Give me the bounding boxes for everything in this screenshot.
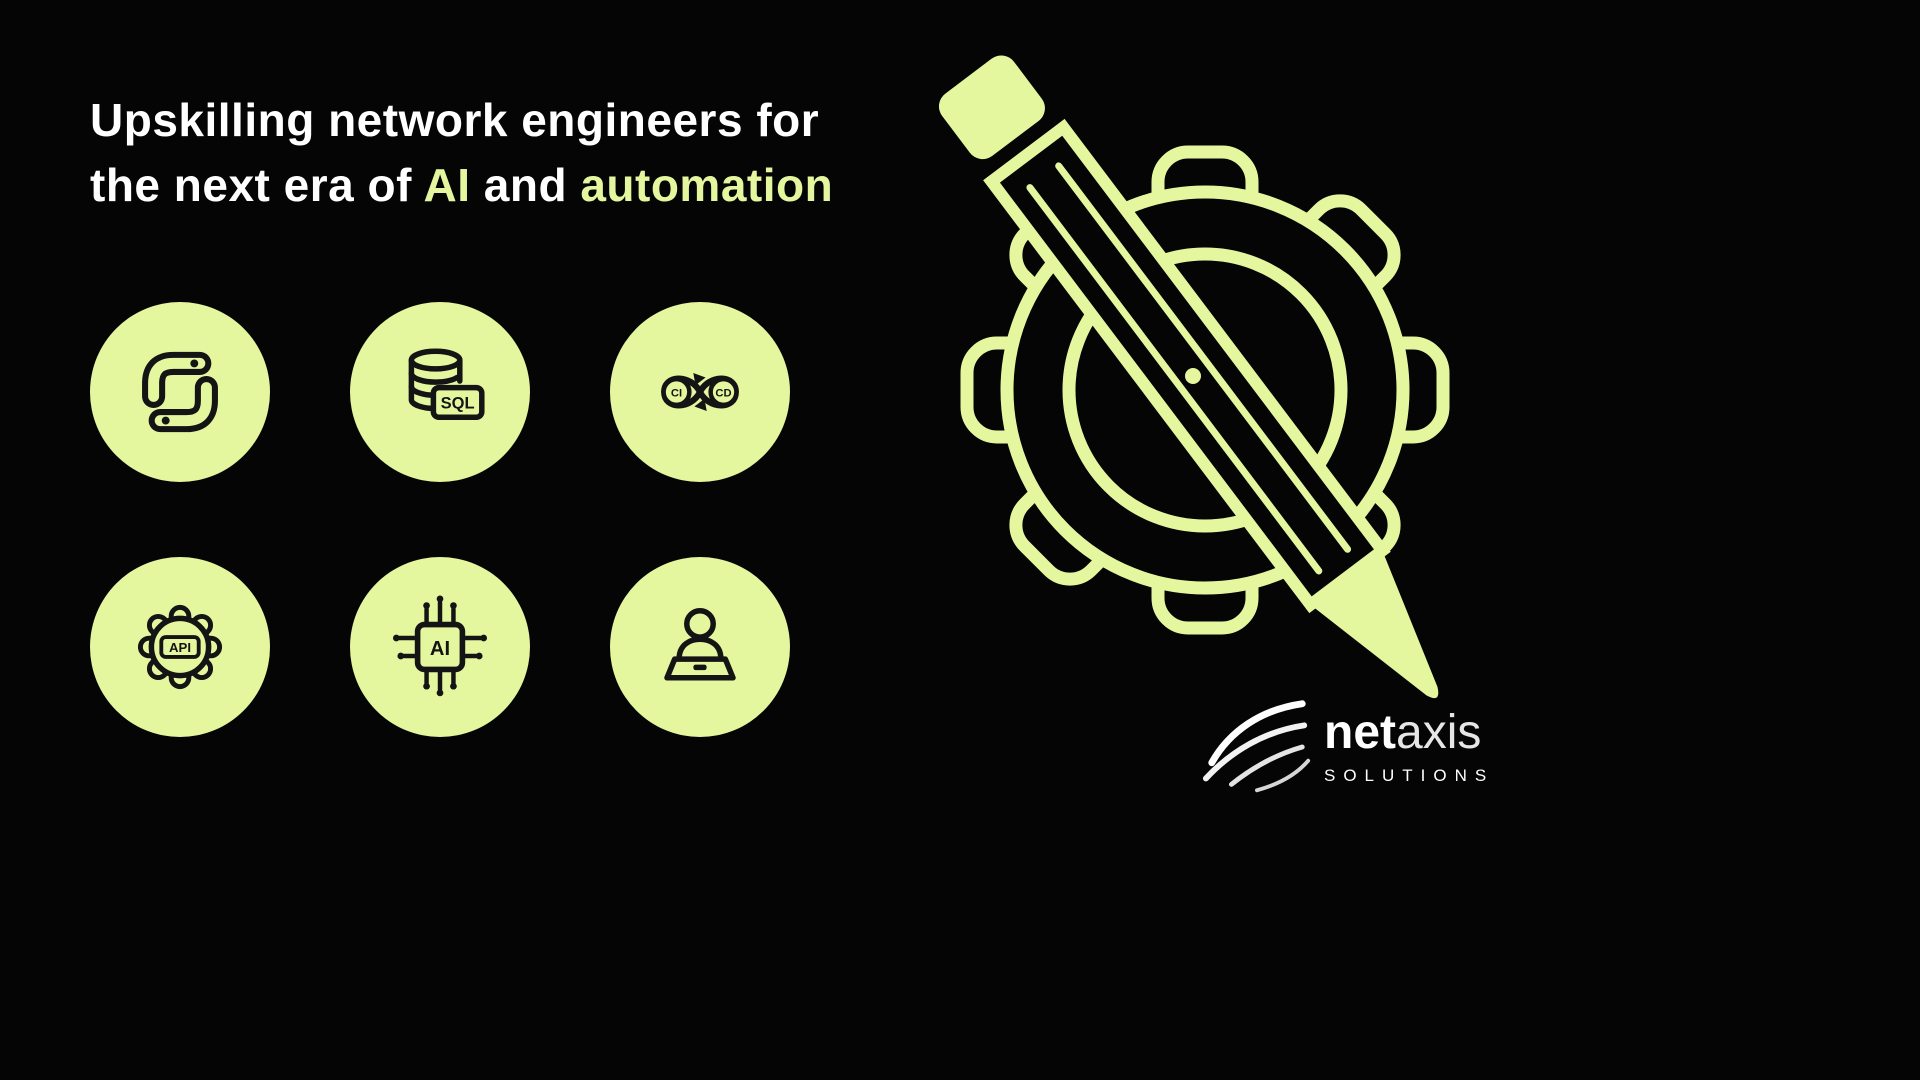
logo-tagline: SOLUTIONS [1324,765,1495,785]
ci-label: CI [671,387,682,399]
ai-label: AI [430,638,450,660]
pencil-eraser [938,55,1045,160]
title-highlight-automation: automation [580,159,834,212]
page-title: Upskilling network engineers for the nex… [90,88,833,219]
logo-wordmark: netaxis [1324,705,1494,759]
skill-circle-cicd: CI CD [610,302,790,482]
netaxis-logo: netaxis SOLUTIONS [1198,688,1494,806]
api-gear-icon: API [137,604,223,690]
gear-pencil-illustration [938,55,1450,699]
logo-word-net: net [1324,705,1396,759]
gear-inner-circle [1062,247,1348,533]
skills-grid: SQL CI CD API [90,302,790,737]
cicd-infinity-icon: CI CD [661,372,739,412]
skill-circle-training [610,557,790,737]
skill-circle-ai: AI [350,557,530,737]
sql-label: SQL [441,395,475,413]
ai-chip-icon: AI [392,595,488,697]
gear-center-dot [1185,368,1201,384]
skill-circle-sql: SQL [350,302,530,482]
api-label: API [169,640,191,655]
person-laptop-icon [664,607,736,681]
pencil [938,55,1439,699]
pencil-tip [1310,550,1439,699]
logo-swoosh-icon [1202,700,1311,793]
title-line2-seg3: and [470,159,581,212]
cd-label: CD [715,387,731,399]
python-icon [142,351,218,433]
title-line2-seg1: the next era of [90,159,424,212]
logo-word-axis: axis [1396,705,1482,759]
sql-database-icon: SQL [408,348,485,421]
title-line1: Upskilling network engineers for [90,94,820,146]
title-highlight-ai: AI [423,159,471,212]
skill-circle-api: API [90,557,270,737]
logo-text-block: netaxis SOLUTIONS [1324,705,1495,786]
skill-circle-python [90,302,270,482]
